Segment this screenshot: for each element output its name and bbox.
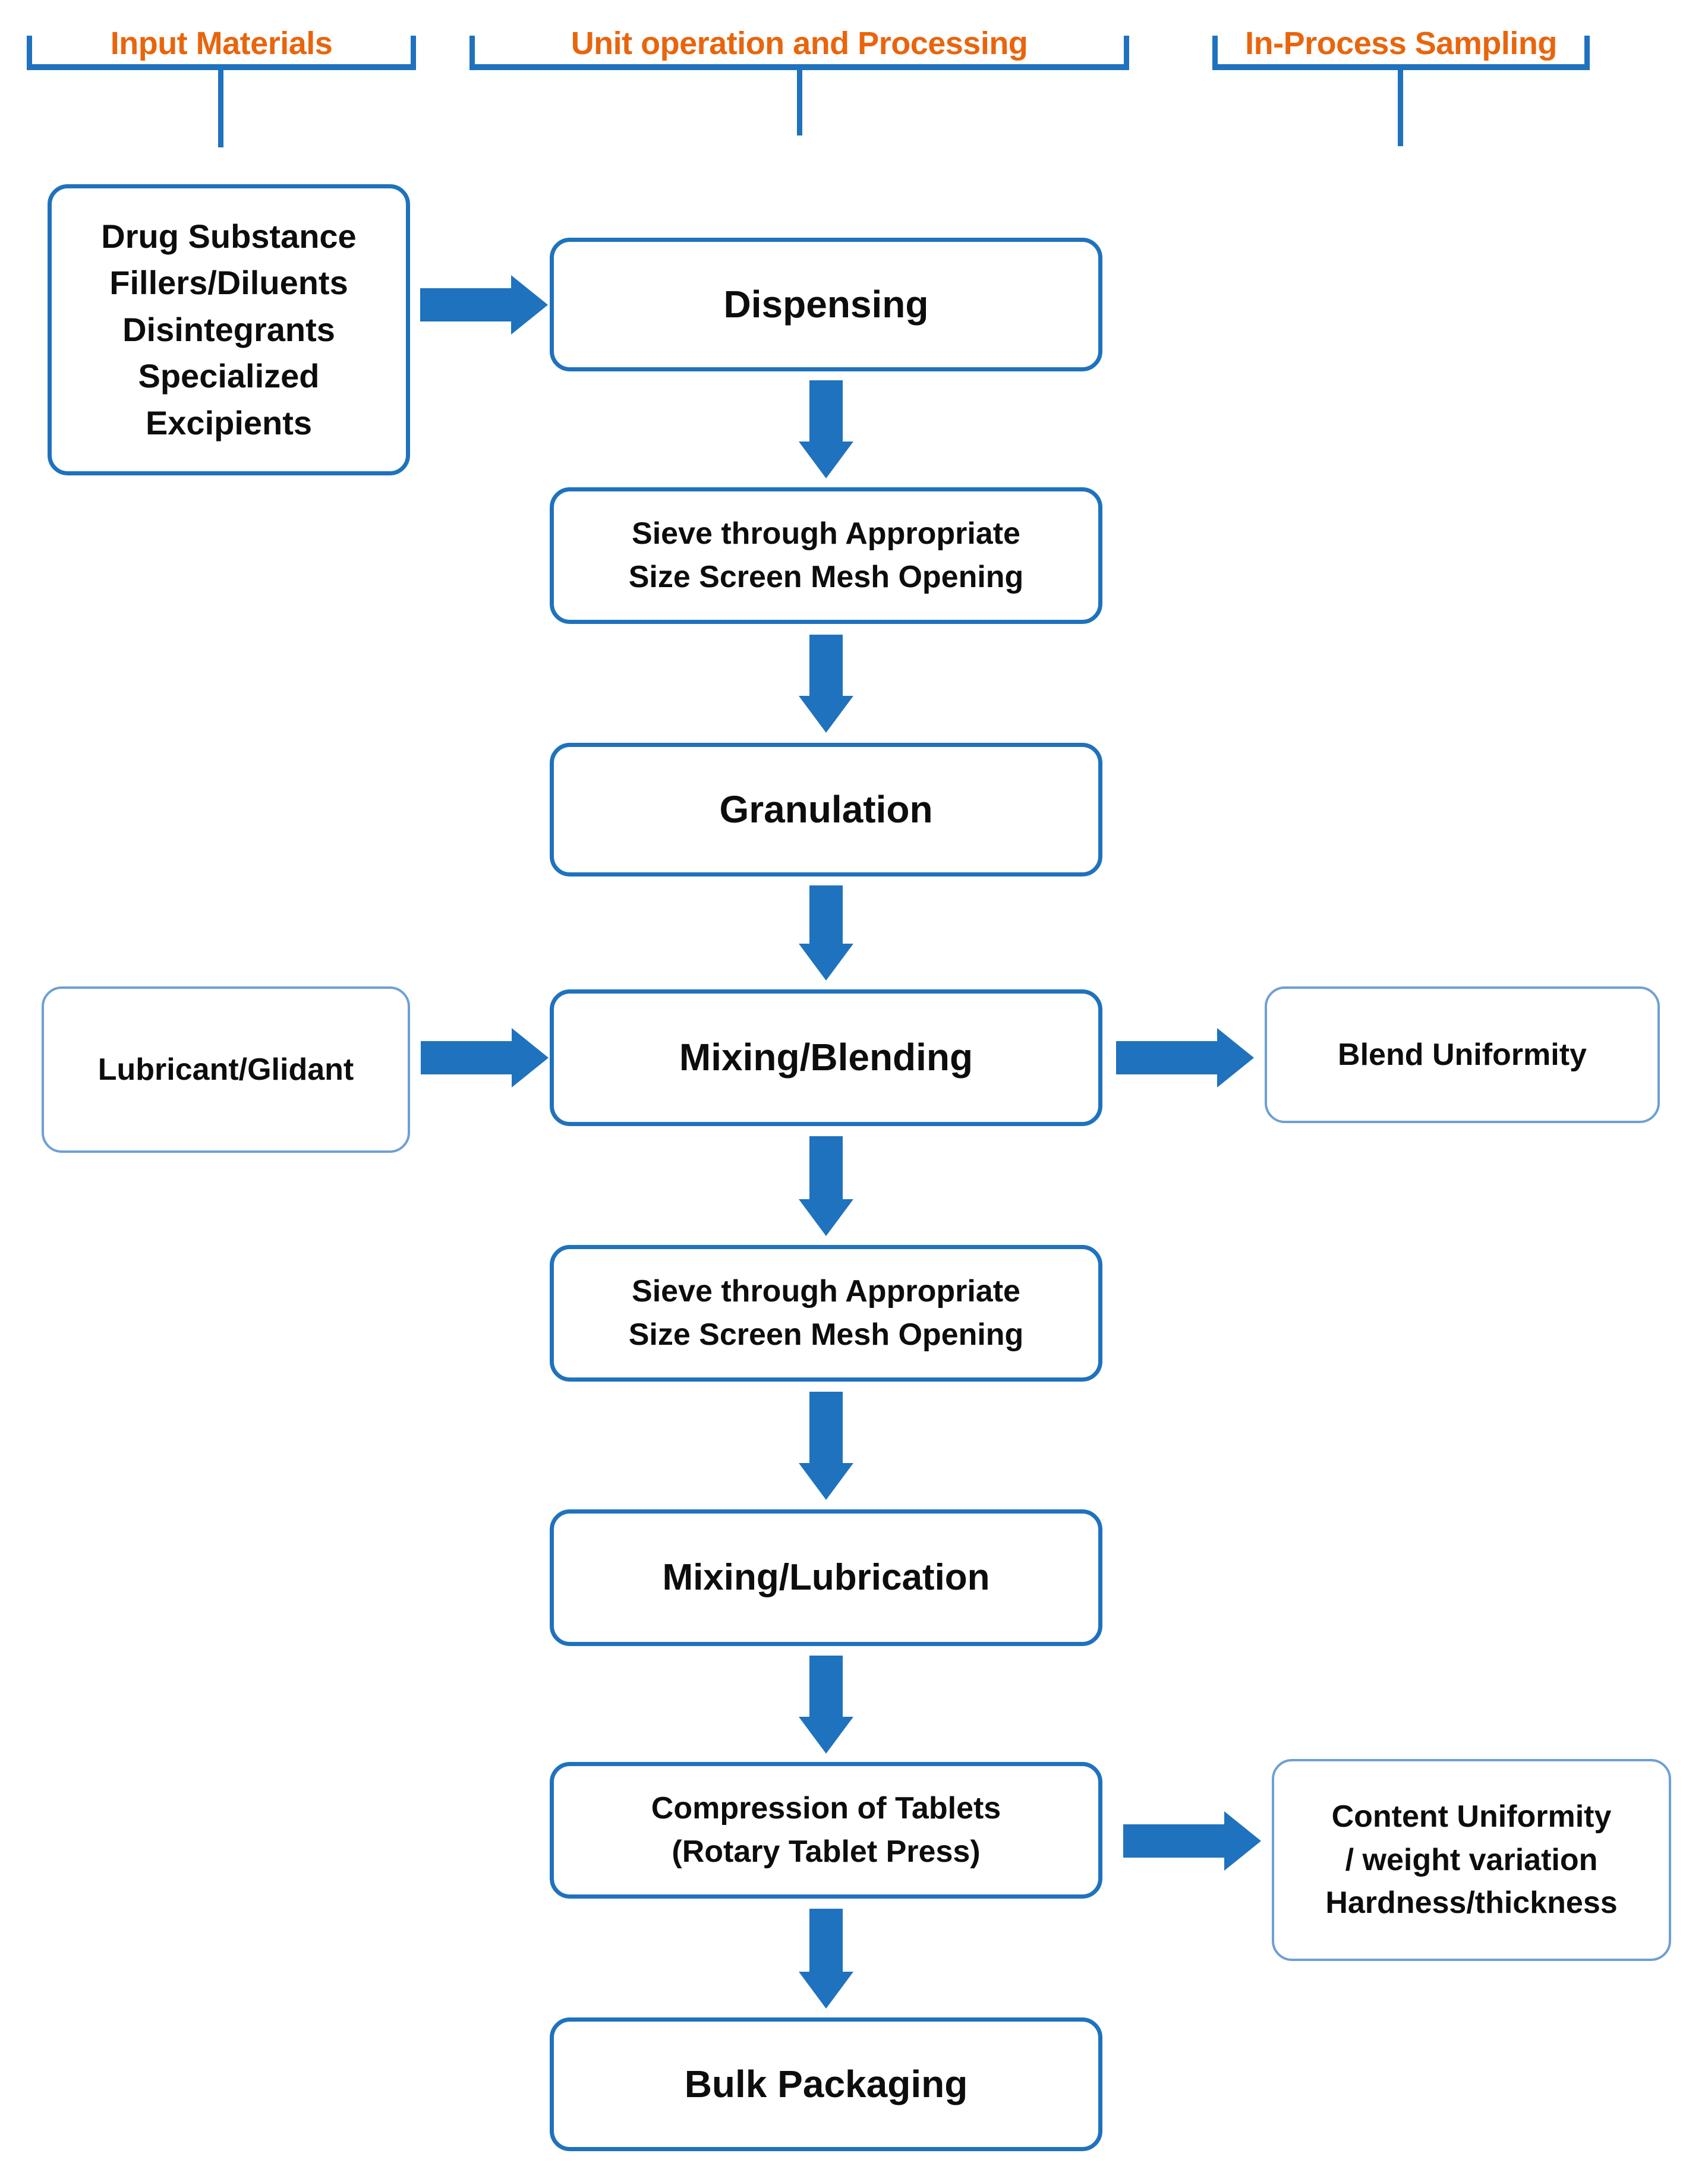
node-line: Bulk Packaging (684, 2062, 968, 2105)
bracket-stem (797, 70, 802, 135)
arrow-dispensing-to-sieve-1 (796, 380, 856, 478)
node-text-block: Bulk Packaging (554, 2058, 1098, 2111)
node-compression[interactable]: Compression of Tablets (Rotary Tablet Pr… (550, 1762, 1102, 1899)
node-sieve-1[interactable]: Sieve through Appropriate Size Screen Me… (550, 487, 1102, 624)
arrow-sieve-1-to-granulation (796, 635, 856, 733)
node-text-block: Lubricant/Glidant (44, 1048, 408, 1092)
node-line: Hardness/thickness (1325, 1886, 1618, 1921)
bracket-tip-right (411, 36, 416, 70)
node-text-block: Sieve through Appropriate Size Screen Me… (554, 512, 1098, 599)
arrow-sieve-2-to-mixing-lubrication (796, 1392, 856, 1500)
node-text-block: Drug Substance Fillers/Diluents Disinteg… (52, 213, 406, 446)
arrow-head (799, 1972, 853, 2009)
arrow-head (799, 1717, 853, 1754)
bracket-bar (1212, 64, 1590, 70)
node-line: Specialized (138, 357, 320, 395)
arrow-head (799, 1463, 853, 1500)
bracket-tip-left (1212, 36, 1218, 70)
node-text-block: Dispensing (554, 278, 1098, 332)
arrow-mixing-blending-to-blend-uniformity (1116, 1028, 1254, 1087)
node-sieve-2[interactable]: Sieve through Appropriate Size Screen Me… (550, 1245, 1102, 1382)
node-line: Lubricant/Glidant (97, 1052, 354, 1087)
arrow-shaft (809, 635, 843, 699)
header-label-unit-operation: Unit operation and Processing (571, 26, 1028, 61)
header-label-in-process-sampling: In-Process Sampling (1245, 26, 1557, 61)
node-lubricant-glidant[interactable]: Lubricant/Glidant (42, 986, 410, 1153)
arrow-shaft (809, 1656, 843, 1720)
node-blend-uniformity[interactable]: Blend Uniformity (1265, 986, 1660, 1123)
arrow-shaft (809, 1909, 843, 1974)
node-text-block: Sieve through Appropriate Size Screen Me… (554, 1270, 1098, 1357)
node-line: Disintegrants (122, 310, 335, 348)
bracket-stem (1398, 70, 1403, 146)
node-text-block: Mixing/Lubrication (554, 1552, 1098, 1604)
node-input-materials[interactable]: Drug Substance Fillers/Diluents Disinteg… (48, 184, 410, 475)
bracket-tip-left (27, 36, 32, 70)
node-line: Dispensing (723, 282, 929, 326)
node-line: Compression of Tablets (651, 1791, 1001, 1826)
node-line: Content Uniformity (1331, 1799, 1612, 1834)
arrow-input-materials-to-dispensing (420, 275, 548, 335)
bracket-tip-left (469, 36, 475, 70)
arrow-head (1224, 1811, 1261, 1871)
node-line: Size Screen Mesh Opening (628, 560, 1024, 594)
node-line: Excipients (145, 403, 313, 442)
bracket-bar (27, 64, 416, 70)
arrow-granulation-to-mixing-blending (796, 885, 856, 981)
arrow-shaft (1116, 1041, 1218, 1074)
arrow-head (799, 944, 853, 981)
arrow-head (511, 275, 548, 335)
arrow-shaft (1123, 1824, 1225, 1858)
bracket-bar (469, 64, 1129, 70)
header-bracket-input-materials: Input Materials (27, 26, 416, 147)
arrow-head (512, 1028, 549, 1087)
node-mixing-blending[interactable]: Mixing/Blending (550, 989, 1102, 1126)
header-bracket-in-process-sampling: In-Process Sampling (1212, 26, 1590, 146)
arrow-shaft (809, 885, 843, 947)
arrow-head (799, 696, 853, 733)
arrow-compression-to-content-uniformity (1123, 1811, 1261, 1871)
bracket-stem (218, 70, 223, 147)
node-line: Fillers/Diluents (109, 264, 348, 302)
node-line: Granulation (719, 787, 933, 831)
arrow-mixing-lubrication-to-compression (796, 1656, 856, 1754)
node-dispensing[interactable]: Dispensing (550, 238, 1102, 371)
arrow-shaft (809, 1136, 843, 1202)
header-label-input-materials: Input Materials (110, 26, 333, 61)
node-text-block: Blend Uniformity (1267, 1033, 1657, 1077)
bracket-tip-right (1584, 36, 1590, 70)
node-text-block: Mixing/Blending (554, 1031, 1098, 1084)
node-line: Sieve through Appropriate (632, 516, 1020, 551)
node-granulation[interactable]: Granulation (550, 743, 1102, 877)
arrow-shaft (420, 288, 512, 321)
node-text-block: Granulation (554, 783, 1098, 837)
arrow-mixing-blending-to-sieve-2 (796, 1136, 856, 1236)
arrow-shaft (421, 1041, 513, 1074)
node-line: / weight variation (1345, 1842, 1598, 1877)
arrow-head (799, 1199, 853, 1236)
arrow-compression-to-bulk-packaging (796, 1909, 856, 2009)
arrow-shaft (809, 380, 843, 444)
arrow-lubricant-to-mixing-blending (421, 1028, 549, 1087)
node-line: Mixing/Lubrication (662, 1556, 990, 1598)
node-mixing-lubrication[interactable]: Mixing/Lubrication (550, 1509, 1102, 1646)
node-line: Drug Substance (101, 217, 357, 256)
node-bulk-packaging[interactable]: Bulk Packaging (550, 2017, 1102, 2151)
arrow-head (799, 442, 853, 478)
node-line: Mixing/Blending (679, 1036, 973, 1079)
node-line: Size Screen Mesh Opening (628, 1317, 1024, 1352)
node-text-block: Content Uniformity / weight variation Ha… (1274, 1795, 1669, 1925)
node-line: Blend Uniformity (1338, 1037, 1587, 1072)
node-content-uniformity[interactable]: Content Uniformity / weight variation Ha… (1272, 1759, 1671, 1961)
node-line: (Rotary Tablet Press) (672, 1834, 981, 1869)
arrow-head (1217, 1028, 1254, 1087)
node-line: Sieve through Appropriate (632, 1274, 1020, 1309)
arrow-shaft (809, 1392, 843, 1465)
node-text-block: Compression of Tablets (Rotary Tablet Pr… (554, 1787, 1098, 1874)
bracket-tip-right (1124, 36, 1129, 70)
header-bracket-unit-operation: Unit operation and Processing (469, 26, 1129, 135)
